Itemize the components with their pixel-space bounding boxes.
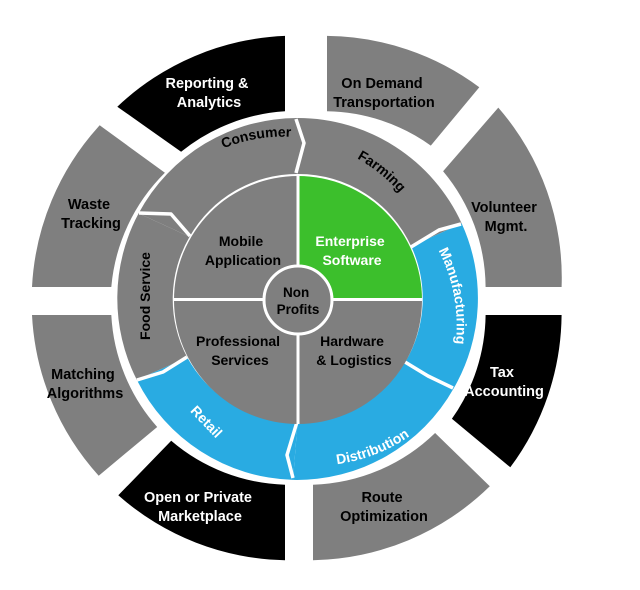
middle-ring (117, 117, 478, 480)
ring-segment-food-service[interactable] (117, 213, 190, 380)
label-tax-accounting: Tax Accounting (464, 365, 544, 400)
outer-segment-volunteer-mgmt[interactable] (443, 107, 562, 287)
outer-ring (32, 35, 562, 561)
ring-segment-consumer[interactable] (138, 117, 298, 237)
center-circle[interactable] (262, 264, 334, 336)
quadrant-enterprise-software[interactable] (298, 176, 422, 300)
label-on-demand-transportation: On Demand Transportation (333, 76, 435, 111)
ring-segment-manufacturing[interactable] (405, 223, 478, 389)
ring-segment-farming[interactable] (298, 118, 462, 247)
label-matching-algorithms: Matching Algorithms (47, 367, 124, 402)
label-volunteer-mgmt: Volunteer Mgmt. (471, 200, 541, 235)
label-hardware-logistics: Hardware & Logistics (316, 333, 392, 368)
outer-segment-matching-algorithms[interactable] (32, 315, 158, 476)
outer-segment-route-optimization[interactable] (313, 433, 490, 561)
ring-dividers (136, 118, 462, 479)
label-open-private-marketplace: Open or Private Marketplace (144, 490, 256, 525)
quadrant-mobile-application[interactable] (174, 176, 298, 300)
label-enterprise-software: Enterprise Software (315, 233, 388, 268)
label-reporting-analytics: Reporting & Analytics (166, 76, 253, 111)
outer-segment-open-private-marketplace[interactable] (118, 440, 285, 561)
center-label: Non Profits (277, 285, 320, 317)
outer-segment-tax-accounting[interactable] (451, 315, 562, 468)
outer-segment-on-demand-transportation[interactable] (327, 35, 480, 146)
quadrant-labels: Mobile Application Enterprise Software H… (196, 233, 392, 368)
ring-segment-retail[interactable] (136, 357, 298, 480)
outer-labels: On Demand Transportation Volunteer Mgmt.… (47, 76, 544, 525)
outer-segment-waste-tracking[interactable] (32, 125, 165, 287)
label-waste-tracking: Waste Tracking (61, 197, 121, 232)
ring-segment-distribution[interactable] (293, 361, 454, 480)
label-route-optimization: Route Optimization (340, 490, 428, 525)
outer-segment-reporting-analytics[interactable] (117, 35, 285, 152)
label-food-service: Food Service (137, 252, 153, 340)
inner-circle (174, 176, 422, 424)
label-professional-services: Professional Services (196, 333, 284, 368)
quadrant-hardware-logistics[interactable] (298, 300, 422, 424)
label-mobile-application: Mobile Application (205, 233, 281, 268)
quadrant-professional-services[interactable] (174, 300, 298, 424)
